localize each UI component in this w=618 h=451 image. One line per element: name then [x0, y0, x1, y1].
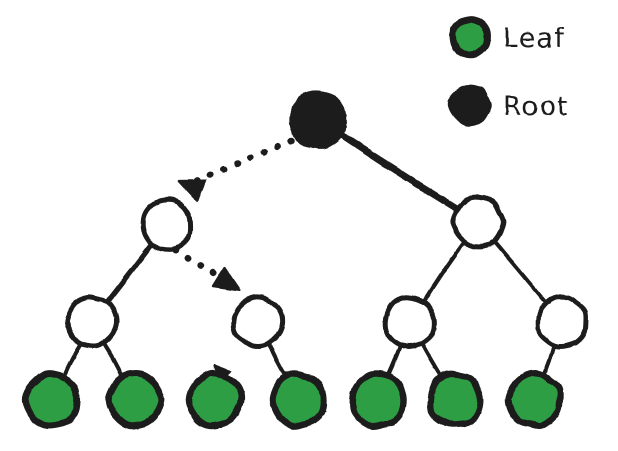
- node-circle: [426, 370, 484, 428]
- arrowhead: [211, 266, 241, 292]
- tree-edge: [267, 342, 288, 378]
- legend-swatch-leaf-icon: [449, 16, 491, 59]
- node-circle: [383, 294, 437, 349]
- node-circle: [505, 370, 564, 430]
- tree-edge: [102, 341, 124, 379]
- tree-node-internal[interactable]: [64, 294, 120, 349]
- node-circle: [230, 294, 286, 349]
- tree-node-leaf[interactable]: [505, 370, 564, 430]
- node-circle: [105, 370, 165, 430]
- legend-item-leaf[interactable]: Leaf: [449, 16, 565, 59]
- tree-edge: [337, 131, 461, 213]
- tree-node-leaf[interactable]: [426, 370, 484, 428]
- tree-node-internal[interactable]: [230, 294, 286, 349]
- arrow-root-to-nl: [177, 137, 295, 202]
- legend-item-root[interactable]: Root: [448, 84, 569, 127]
- dotted-path: [172, 246, 228, 284]
- tree-edge: [420, 341, 444, 379]
- tree-node-root[interactable]: [289, 90, 347, 149]
- tree-node-leaf[interactable]: [185, 370, 245, 430]
- legend-label-root: Root: [503, 91, 569, 122]
- tree-edges-layer: [62, 131, 556, 379]
- tree-edge: [422, 240, 466, 304]
- tree-edge: [104, 242, 155, 305]
- arrow-nl-to-nlr: [172, 246, 241, 292]
- tree-edge: [492, 239, 548, 305]
- tree-edge: [386, 343, 403, 377]
- tree-nodes-layer: [21, 90, 589, 430]
- node-circle: [535, 294, 589, 350]
- node-circle: [21, 370, 81, 430]
- tree-edge: [541, 343, 556, 377]
- node-circle: [349, 370, 407, 430]
- tree-node-internal[interactable]: [449, 194, 506, 249]
- tree-node-leaf[interactable]: [21, 370, 81, 430]
- node-circle: [449, 194, 506, 249]
- node-circle: [185, 370, 245, 430]
- tree-node-leaf[interactable]: [269, 370, 328, 430]
- node-circle: [269, 370, 328, 430]
- dotted-path: [192, 137, 295, 185]
- node-circle: [140, 197, 194, 252]
- tree-node-internal[interactable]: [383, 294, 437, 349]
- tree-node-leaf[interactable]: [349, 370, 407, 430]
- tree-node-internal[interactable]: [140, 197, 194, 252]
- tree-node-internal[interactable]: [535, 294, 589, 350]
- node-circle: [289, 90, 347, 149]
- tree-edge: [62, 342, 83, 378]
- legend-label-leaf: Leaf: [503, 23, 565, 54]
- legend-swatch-root-icon: [448, 84, 492, 127]
- node-circle: [64, 294, 120, 349]
- arrowhead: [177, 179, 207, 202]
- traversal-arrows-layer: [172, 137, 295, 383]
- tree-node-leaf[interactable]: [105, 370, 165, 430]
